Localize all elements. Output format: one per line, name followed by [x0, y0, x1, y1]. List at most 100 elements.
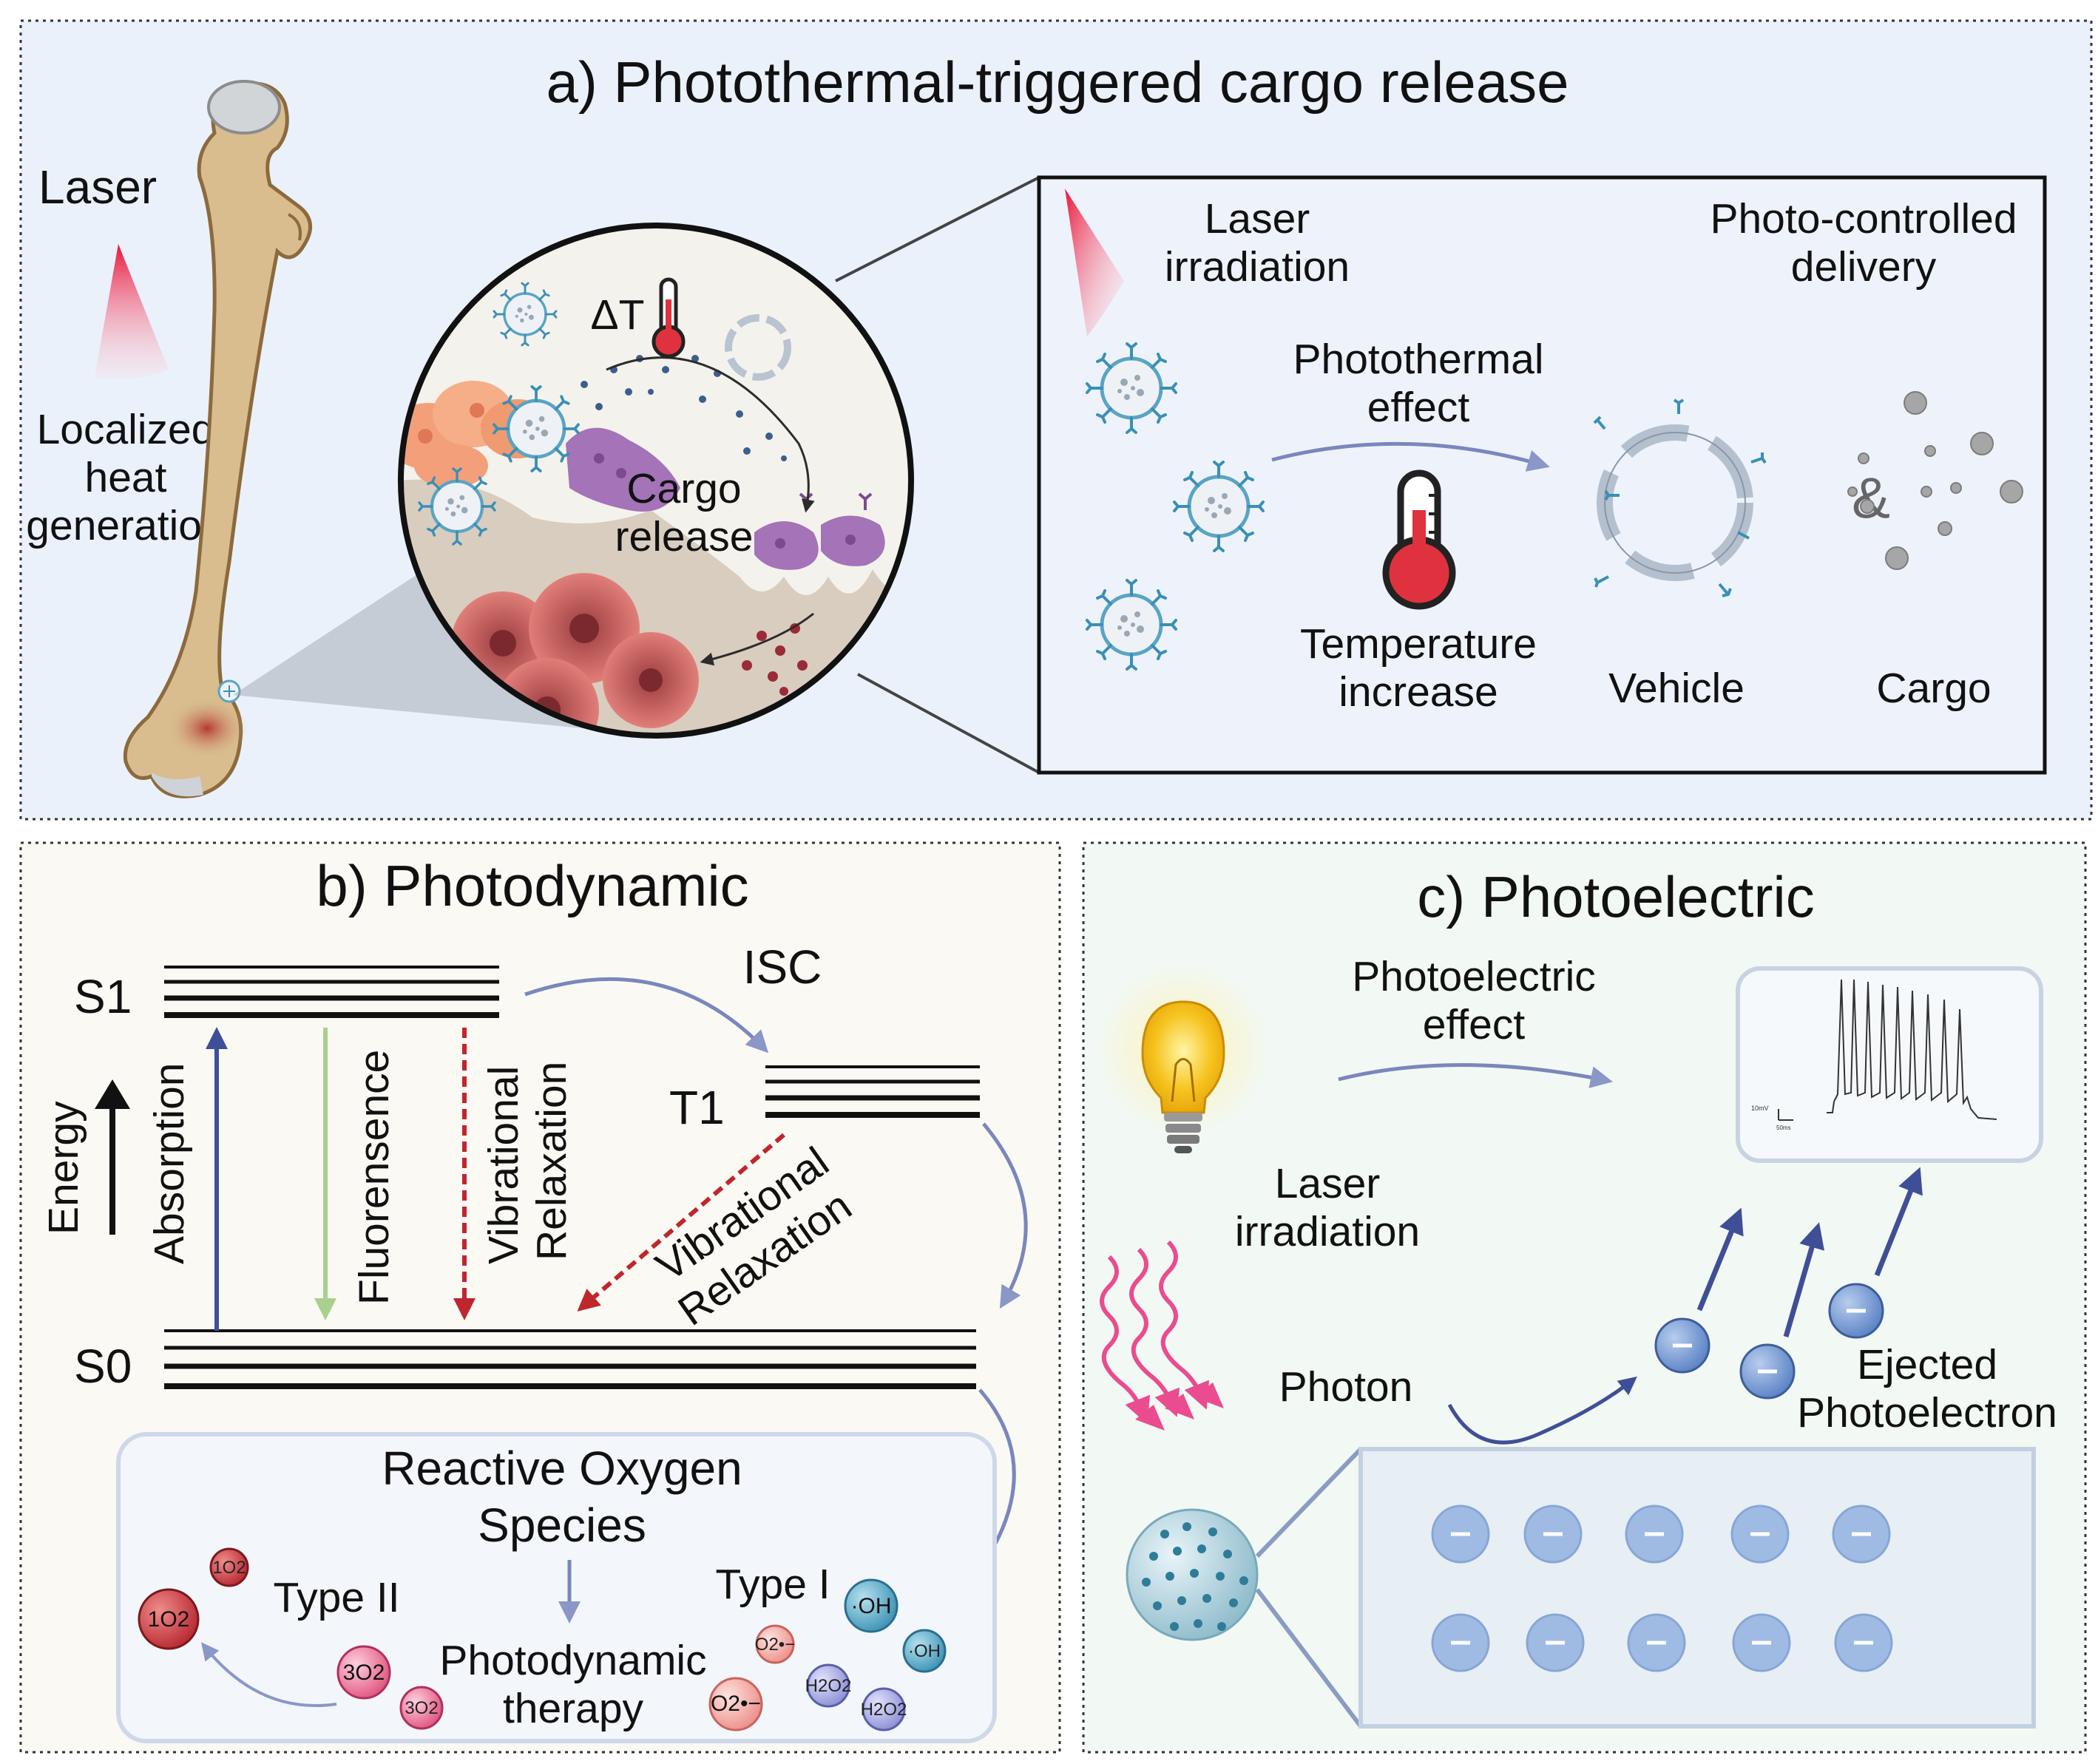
energy-label: Energy	[40, 1101, 87, 1235]
isc-label: ISC	[743, 940, 822, 994]
type-i-label: Type I	[715, 1561, 830, 1608]
panel-a-title: a) Photothermal-triggered cargo release	[546, 50, 1569, 115]
photoelectric-effect-line-1: Photoelectric	[1352, 953, 1596, 1000]
action-potential-trace	[1827, 979, 1997, 1120]
s0-label: S0	[74, 1340, 132, 1393]
photon-wave-icons	[1100, 1240, 1210, 1425]
zoom-line-top	[835, 176, 1040, 282]
detail-box	[1037, 175, 2047, 775]
electron-arrow	[1696, 1207, 1744, 1312]
s1-label: S1	[74, 970, 132, 1023]
hydrogen-peroxide-icon: H2O2	[805, 1663, 852, 1708]
cargo-label: Cargo	[1876, 665, 1991, 712]
absorption-label: Absorption	[146, 1062, 193, 1264]
nanosphere-icon	[1126, 1508, 1259, 1641]
laser-irradiation-c-line-2: irradiation	[1235, 1208, 1420, 1255]
laser-irradiation-line-2: irradiation	[1165, 243, 1350, 291]
photon-arrowheads	[1135, 1383, 1224, 1431]
ejected-electron-icon	[1828, 1283, 1884, 1339]
laser-irradiation-c-line-1: Laser	[1275, 1160, 1381, 1207]
singlet-oxygen-small-icon: 1O2	[209, 1547, 249, 1587]
ros-title-line-2: Species	[478, 1499, 646, 1552]
energy-arrow-head	[95, 1079, 130, 1109]
vehicle-label: Vehicle	[1608, 665, 1745, 712]
hydroxyl-text: ·OH	[851, 1594, 892, 1618]
photothermal-line-2: effect	[1367, 384, 1470, 431]
ejected-line-2: Photoelectron	[1797, 1389, 2057, 1436]
triplet-o2-text: 3O2	[343, 1660, 385, 1685]
t1-label: T1	[669, 1081, 725, 1134]
trace-scale-time: 50ms	[1776, 1124, 1791, 1131]
temperature-line-1: Temperature	[1300, 620, 1537, 668]
superoxide-large-icon: O2•−	[708, 1677, 763, 1731]
relaxation-line-2: Relaxation	[528, 1062, 575, 1261]
cargo-release-line-1: Cargo	[626, 465, 741, 512]
t1-levels	[765, 1065, 980, 1118]
delta-t-label: ΔT	[591, 291, 645, 339]
photothermal-line-1: Photothermal	[1293, 336, 1543, 383]
pdt-line-2: therapy	[503, 1685, 644, 1732]
panel-b-title: b) Photodynamic	[316, 853, 748, 918]
light-bulb-icon	[1098, 965, 1268, 1153]
laser-label: Laser	[38, 160, 157, 214]
electron-arrow	[1874, 1167, 1923, 1277]
hydroxyl-small-text: ·OH	[908, 1641, 941, 1661]
localized-line-3: generation	[26, 502, 225, 549]
vibrational-line-1: Vibrational	[480, 1066, 527, 1264]
pdt-line-1: Photodynamic	[439, 1637, 706, 1684]
localized-line-2: heat	[85, 454, 167, 501]
cargo-release-line-2: release	[615, 513, 754, 560]
photon-to-electron-arrow	[1447, 1376, 1637, 1445]
photoelectric-arrow	[1338, 1063, 1613, 1088]
panel-c-title: c) Photoelectric	[1417, 864, 1815, 929]
triplet-oxygen-small-icon: 3O2	[399, 1686, 444, 1730]
photo-controlled-line-2: delivery	[1791, 243, 1937, 291]
electron-arrow	[1783, 1222, 1824, 1337]
h2o2-text: H2O2	[805, 1676, 852, 1696]
superoxide-small-text: O2•−	[755, 1635, 795, 1655]
zoom-lines-c	[1255, 1447, 1363, 1728]
triplet-oxygen-large-icon: 3O2	[336, 1645, 391, 1700]
laser-beam-icon	[95, 244, 169, 380]
electron-lattice-box	[1358, 1447, 2036, 1729]
panel-b: b) Photodynamic S1 T1 ISC S0	[19, 841, 1061, 1754]
superoxide-small-icon: O2•−	[755, 1624, 795, 1664]
hydroxyl-small-icon: ·OH	[902, 1629, 947, 1673]
isc-arrow	[524, 977, 769, 1054]
magnified-circle	[398, 223, 914, 739]
temperature-line-2: increase	[1339, 668, 1498, 716]
s1-levels	[164, 966, 499, 1018]
photo-controlled-line-1: Photo-controlled	[1710, 195, 2017, 242]
s0-levels	[164, 1329, 976, 1389]
thermometer-large-icon	[1382, 469, 1456, 610]
type-ii-arrow	[201, 1642, 337, 1708]
laser-irradiation-line-1: Laser	[1205, 195, 1310, 242]
triplet-o2-small-text: 3O2	[405, 1698, 438, 1718]
h2o2-text-2: H2O2	[861, 1700, 907, 1720]
photoelectric-effect-line-2: effect	[1423, 1001, 1526, 1048]
panel-c: c) Photoelectric Photoelectric effect 10…	[1082, 841, 2087, 1754]
t1-to-s0-arrow	[982, 1122, 1028, 1309]
trace-scale-voltage: 10mV	[1751, 1105, 1769, 1112]
ejected-electron-icon	[1654, 1317, 1710, 1374]
thermometer-small-icon	[652, 277, 686, 359]
ros-title-line-1: Reactive Oxygen	[382, 1442, 742, 1495]
ejected-electron-icon	[1739, 1343, 1796, 1400]
cargo-particles-icon	[1847, 391, 2023, 570]
panel-a: a) Photothermal-triggered cargo release …	[19, 19, 2093, 821]
hydrogen-peroxide-icon: H2O2	[861, 1687, 907, 1731]
fluorescence-label: Fluorensence	[351, 1050, 398, 1305]
singlet-o2-text: 1O2	[148, 1607, 190, 1632]
photothermal-arrow	[1271, 441, 1550, 472]
laser-beam-icon	[1065, 189, 1124, 336]
zoom-line-bottom	[857, 673, 1040, 774]
superoxide-text: O2•−	[711, 1692, 761, 1716]
ejected-line-1: Ejected	[1857, 1341, 1997, 1388]
type-ii-label: Type II	[273, 1574, 399, 1621]
action-potential-panel	[1736, 966, 2043, 1163]
ros-box	[116, 1432, 997, 1743]
vibrational-relaxation-diagonal-arrow	[577, 1133, 785, 1312]
singlet-o2-small-text: 1O2	[212, 1558, 246, 1578]
osteoclast-cells	[566, 427, 885, 570]
